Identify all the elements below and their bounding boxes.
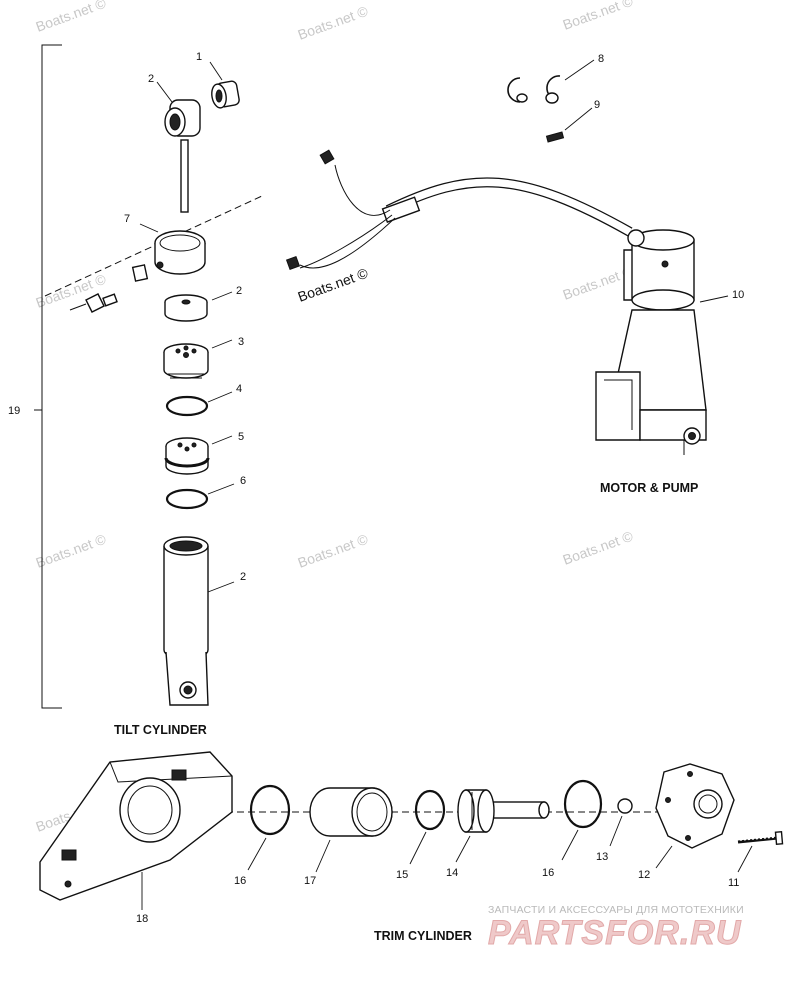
trim-cylinder-group: 18 16 17 15 14 16 [39,751,784,943]
ball-part-13 [617,798,633,814]
callout-16b: 16 [542,867,554,879]
callout-8: 8 [598,53,604,65]
sleeve-part-17 [309,787,393,837]
callout-4: 4 [236,383,242,395]
callout-2c: 2 [240,571,246,583]
caption-motor-pump: MOTOR & PUMP [600,481,698,495]
callout-11: 11 [728,877,739,889]
piston-rod-part-14 [457,789,550,833]
clamp-part-7 [69,230,206,313]
motor-pump-group: 8 9 [285,53,744,495]
callout-18: 18 [136,913,148,925]
callout-1: 1 [196,51,202,63]
callout-19: 19 [8,405,20,417]
watermark: Boats.net © [561,527,636,567]
callout-17: 17 [304,875,316,887]
o-ring-part-6 [165,488,209,510]
brand-logo[interactable]: PARTSFOR.RU [487,914,742,953]
watermark: Boats.net © [296,264,371,304]
valve-part-5 [164,437,210,475]
screw-part-9 [545,131,565,143]
cylinder-body-part-2 [163,536,209,706]
housing-part-18 [39,751,233,901]
watermark: Boats.net © [34,530,109,570]
watermark: Boats.net © [561,0,636,33]
callout-5: 5 [238,431,244,443]
callout-2b: 2 [236,285,242,297]
o-ring-part-16 [249,784,291,836]
motor-harness [285,149,633,271]
caption-trim-cylinder: TRIM CYLINDER [374,929,472,943]
callout-14: 14 [446,867,458,879]
callout-10: 10 [732,289,744,301]
assembly-bracket [41,44,62,709]
bushing-part-1 [211,80,240,109]
cap-part-2 [164,294,208,322]
callout-3: 3 [238,336,244,348]
watermark: Boats.net © [296,530,371,570]
watermark: Boats.net © [296,2,371,42]
callout-2: 2 [148,73,154,85]
bolt-part-11 [737,831,784,845]
rod-eye-part-2 [164,99,201,213]
watermark-layer: Boats.net © Boats.net © Boats.net © Boat… [34,0,636,835]
callout-16: 16 [234,875,246,887]
end-cap-part-12 [655,763,735,849]
callout-9: 9 [594,99,600,111]
caption-tilt-cylinder: TILT CYLINDER [114,723,207,737]
callout-7: 7 [124,213,130,225]
brand-tagline: ЗАПЧАСТИ И АКСЕССУАРЫ ДЛЯ МОТОТЕХНИКИ [488,904,744,916]
o-ring-part-16b [563,779,603,829]
o-ring-part-15 [414,789,446,831]
callout-15: 15 [396,869,408,881]
tilt-cylinder-group: 19 1 2 7 [8,44,263,737]
callout-13: 13 [596,851,608,863]
o-ring-part-4 [165,395,209,417]
motor-part-10 [595,229,707,455]
clip-part-8 [507,75,561,104]
callout-6: 6 [240,475,246,487]
watermark: Boats.net © [34,0,109,35]
callout-12: 12 [638,869,650,881]
piston-part-3 [163,343,209,379]
